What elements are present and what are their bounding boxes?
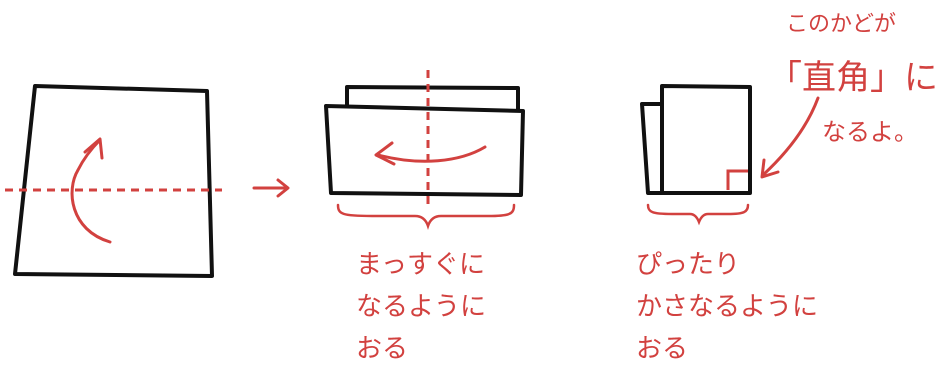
caption-line: おる [356,334,409,364]
diagram-canvas [5,70,820,278]
note-line-2: 「直角」に [768,58,938,98]
left-arrow-head [374,141,396,166]
curved-arrow-head [83,137,104,160]
caption-line: ぴったり [636,250,741,280]
pointer-arrow [761,96,820,177]
step-3-caption: ぴったり かさなるように おる [636,244,818,370]
step-1-paper [5,84,222,278]
folding-diagram: まっすぐに なるように おる ぴったり かさなるように おる このかどが 「直角… [5,12,938,364]
caption-line: おる [636,334,689,364]
note-line-1: このかどが [786,12,897,37]
step-2-paper [324,70,525,230]
brace-2 [336,203,516,230]
note-line-3: なるよ。 [822,118,918,146]
right-angle-mark [726,169,748,190]
curved-arrow [70,138,112,244]
caption-line: まっすぐに [356,250,485,280]
brace-3 [646,203,750,226]
caption-line: なるように [356,292,487,322]
step-arrow [252,178,290,198]
pointer-arrow-head [760,158,780,179]
step-2-caption: まっすぐに なるように おる [356,244,486,370]
left-arrow [376,145,487,163]
caption-line: かさなるように [636,292,819,322]
step-3-paper [640,84,820,226]
